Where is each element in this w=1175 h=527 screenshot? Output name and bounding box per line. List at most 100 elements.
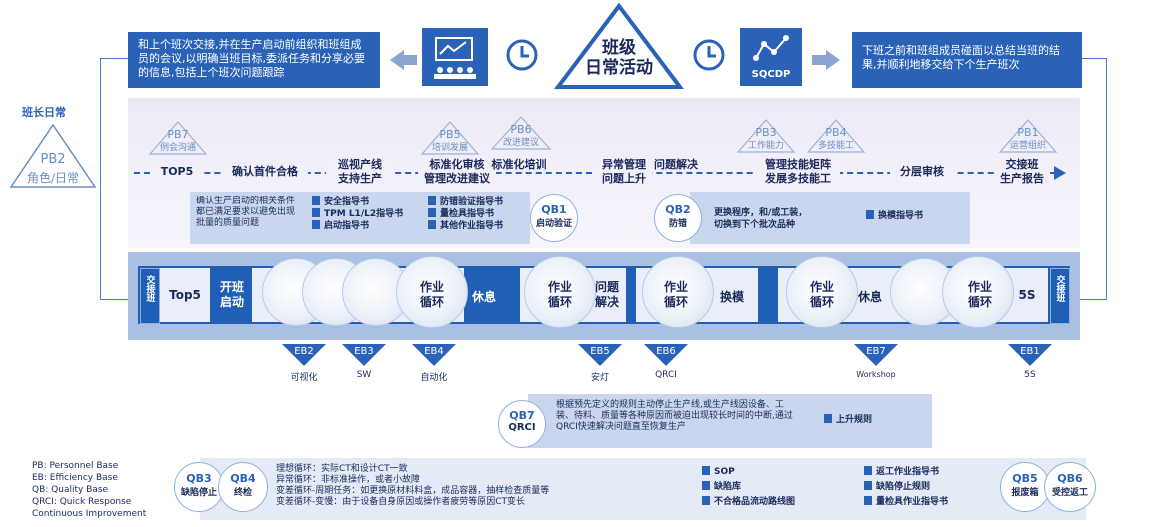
seg-work-loop-1: 作业 循环 <box>419 280 444 309</box>
doc-other: 其他作业指导书 <box>428 220 532 232</box>
doc-icon <box>312 220 320 229</box>
right-arrow-tail <box>812 55 826 65</box>
eb4-triangle <box>412 344 456 366</box>
qb4-code: QB4 <box>230 472 256 485</box>
doc-sop: SOP <box>702 466 842 478</box>
doc-changeover-label: 换模指导书 <box>878 211 924 221</box>
step-shift-report: 交接班 生产报告 <box>994 158 1050 186</box>
doc-sop-label: SOP <box>714 467 735 477</box>
legend-qb: QB: Quality Base <box>32 485 109 495</box>
eb2-code: EB2 <box>294 346 314 357</box>
seg-top5: Top5 <box>169 288 201 302</box>
qb5-label: 报废箱 <box>1011 488 1039 498</box>
doc-icon <box>864 466 872 475</box>
cycle-circle <box>786 256 858 328</box>
eb7: EB7 Workshop <box>850 344 902 379</box>
eb6-code: EB6 <box>656 346 676 357</box>
eb3: EB3 SW <box>342 344 386 380</box>
qb7-description: 根据预先定义的规则主动停止生产线,或生产线因设备、工装、待料、质量等各种原因而被… <box>556 400 793 432</box>
cycle-circle <box>642 256 714 328</box>
eb4-code: EB4 <box>424 346 444 357</box>
pb2-code: PB2 <box>40 152 66 167</box>
pb1-label: 运营组织 <box>1009 141 1046 151</box>
doc-gauge-label: 量检具指导书 <box>440 209 495 219</box>
seg-work-loop-3: 作业 循环 <box>663 280 688 309</box>
flow-arrow-icon <box>1054 166 1066 180</box>
step-std-audit: 标准化审核 管理改进建议 <box>418 158 496 186</box>
loop-abnormal: 异常循环：非标准操作，或者小故障 <box>276 475 421 485</box>
qb1-circle: QB1 启动验证 <box>530 194 578 242</box>
doc-icon <box>428 208 436 217</box>
seg-work-loop-2: 作业 循环 <box>547 280 572 309</box>
step-first-piece: 确认首件合格 <box>222 165 308 179</box>
eb7-label: Workshop <box>856 370 896 379</box>
meeting-icon <box>422 28 488 86</box>
left-arrow-tail <box>403 55 417 65</box>
pb7-code: PB7 <box>167 128 189 141</box>
clock-icon-left <box>505 38 539 72</box>
doc-ng-flow-label: 不合格品流动路线图 <box>714 497 796 507</box>
doc-gauge: 量检具指导书 <box>428 208 532 220</box>
step-patrol: 巡视产线 支持生产 <box>326 158 394 186</box>
qb4-circle: QB4 终检 <box>218 462 268 512</box>
doc-icon <box>702 481 710 490</box>
eb1: EB1 5S <box>1008 344 1052 380</box>
handover-right: 交接班 <box>1050 268 1070 324</box>
step-problem-solving: 问题解决 <box>648 158 704 172</box>
qb1-box <box>190 192 530 244</box>
doc-icon <box>866 210 874 219</box>
qb3-circle: QB3 缺陷停止 <box>174 462 224 512</box>
seg-break-2: 休息 <box>857 290 882 304</box>
pb5-code: PB5 <box>439 128 461 141</box>
docs-col-b: 返工作业指导书 缺陷停止规则 量检具作业指导书 <box>864 466 994 508</box>
right-arrow-icon <box>826 50 840 70</box>
qb7-circle: QB7 QRCI <box>498 400 546 448</box>
seg-problem-solving: 问题 解决 <box>594 280 619 309</box>
pb4-label: 多技能工 <box>817 141 854 151</box>
qb3-code: QB3 <box>186 472 212 485</box>
qb2-label: 防错 <box>668 219 687 229</box>
eb1-code: EB1 <box>1020 346 1040 357</box>
doc-icon <box>312 208 320 217</box>
step-layered-audit: 分层审核 <box>890 165 954 179</box>
pb4-code: PB4 <box>825 126 847 139</box>
qb7-code: QB7 <box>509 409 535 422</box>
doc-safety: 安全指导书 <box>312 196 424 208</box>
qb6-code: QB6 <box>1057 472 1083 485</box>
doc-gauge-work: 量检具作业指导书 <box>864 496 994 508</box>
doc-icon <box>428 196 436 205</box>
handover-left-label: 交接班 <box>144 275 155 302</box>
pb5-triangle: PB5 培训发展 <box>420 120 480 156</box>
pb4-triangle: PB4 多技能工 <box>806 118 866 154</box>
pb1-code: PB1 <box>1017 126 1039 139</box>
doc-changeover: 换模指导书 <box>866 210 966 222</box>
pb2-triangle <box>8 122 98 190</box>
cycle-circle <box>396 256 468 328</box>
eb1-label: 5S <box>1024 370 1036 380</box>
loop-list: 理想循环：实际CT和设计CT一致 异常循环：非标准操作，或者小故障 变差循环-周… <box>276 464 656 508</box>
sqcdp-label: SQCDP <box>751 69 791 80</box>
qb5-circle: QB5 报废箱 <box>1000 462 1050 512</box>
doc-escalation-label: 上升规则 <box>836 415 873 425</box>
flow-dashed-line <box>134 172 1054 174</box>
doc-poka-yoke-label: 防错验证指导书 <box>440 197 504 207</box>
doc-ng-flow: 不合格品流动路线图 <box>702 496 842 508</box>
eb2-label: 可视化 <box>290 373 318 383</box>
doc-icon <box>428 220 436 229</box>
doc-defect-stop-label: 缺陷停止规则 <box>876 482 931 492</box>
legend-ci: Continuous Improvement <box>32 509 147 519</box>
cycle-circle <box>342 258 410 326</box>
pb1-triangle: PB1 运营组织 <box>998 118 1058 154</box>
qb6-label: 受控返工 <box>1051 488 1088 498</box>
doc-rework-label: 返工作业指导书 <box>876 467 940 477</box>
pb6-code: PB6 <box>510 123 532 136</box>
end-info-box: 下班之前和班组成员碰面以总结当班的结果,并顺利地移交给下个生产班次 <box>852 32 1082 88</box>
pb3-triangle: PB3 工作能力 <box>736 118 796 154</box>
eb5: EB5 安灯 <box>578 344 622 383</box>
eb4: EB4 自动化 <box>412 344 456 383</box>
pb6-label: 改进建议 <box>502 138 539 148</box>
handover-right-label: 交接班 <box>1054 275 1065 302</box>
pb3-code: PB3 <box>755 126 777 139</box>
doc-icon <box>702 496 710 505</box>
doc-tpm-label: TPM L1/L2指导书 <box>324 209 404 219</box>
